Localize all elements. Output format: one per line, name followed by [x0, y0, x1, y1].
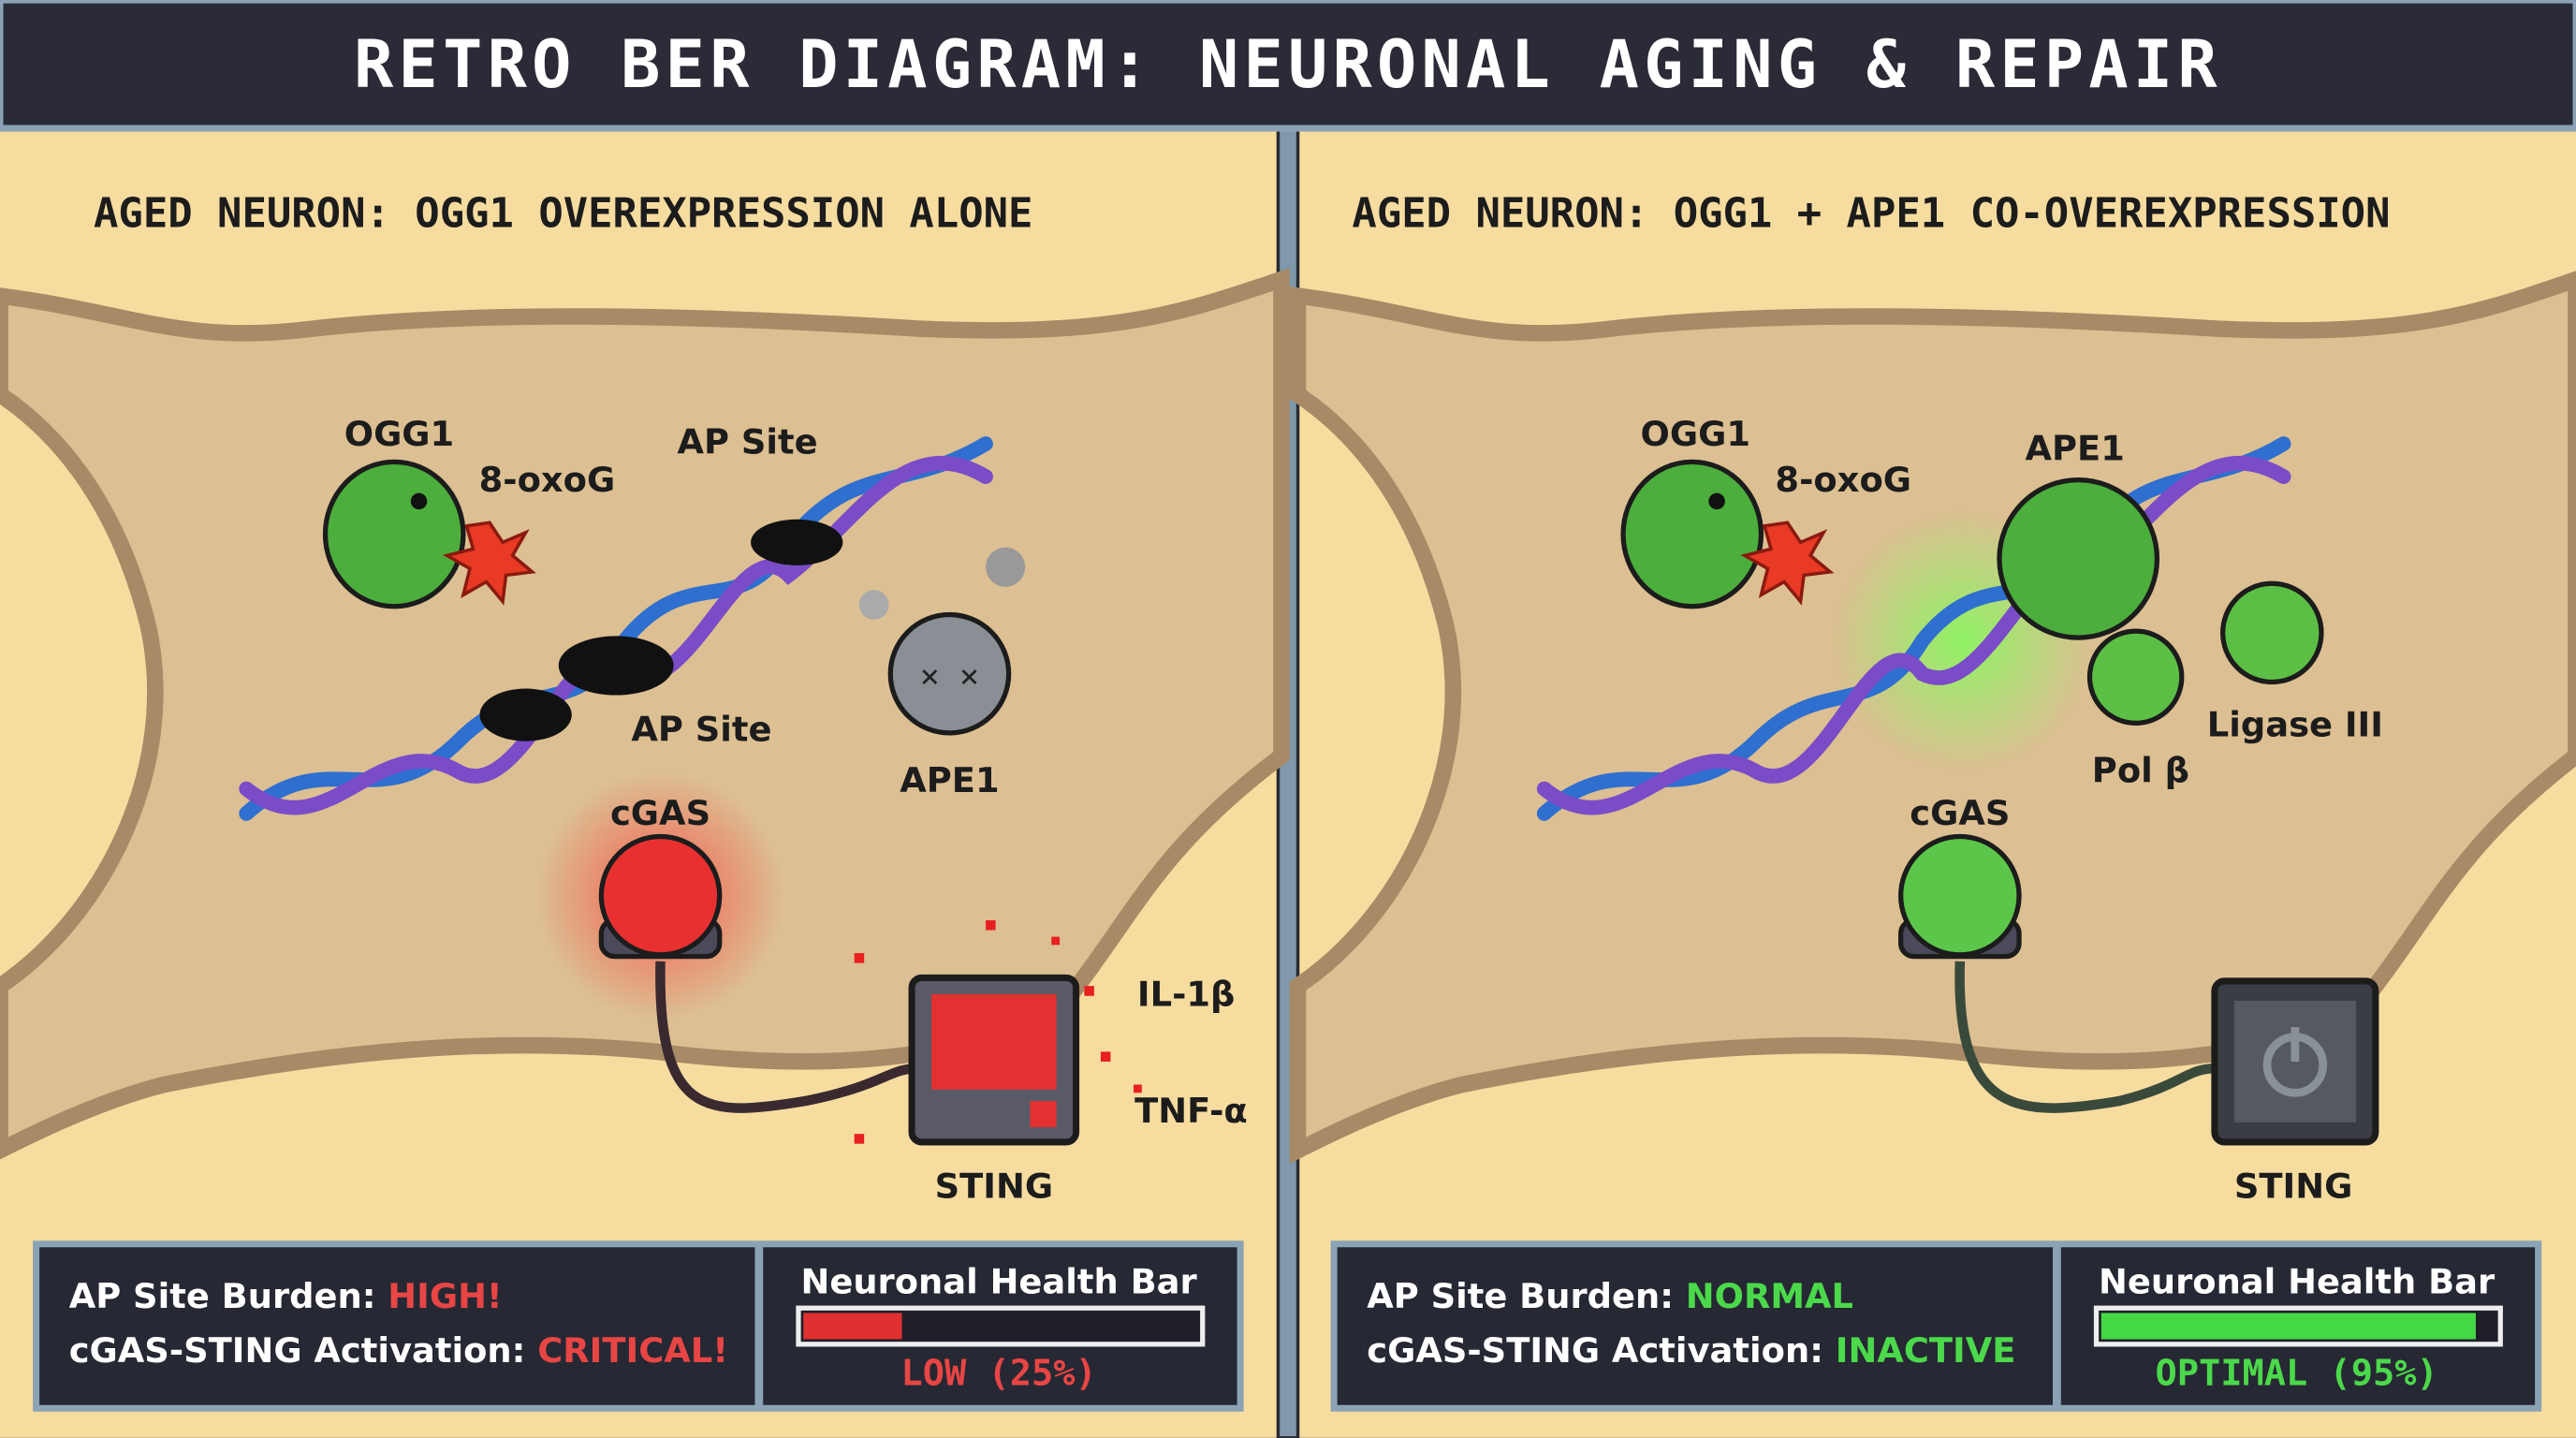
cgas-alarm-button — [598, 833, 723, 960]
left-status-panel: AP Site Burden: HIGH! cGAS-STING Activat… — [33, 1240, 1244, 1412]
cgas-calm-button — [1898, 833, 2022, 960]
activation-line-right: cGAS-STING Activation: INACTIVE — [1367, 1330, 2015, 1371]
label-ape1-left: APE1 — [900, 760, 999, 800]
svg-text:× ×: × × — [920, 657, 979, 696]
ap-site-gaps — [479, 519, 843, 741]
inflammatory-particles — [854, 920, 1142, 1144]
ligase-iii-protein — [2220, 580, 2324, 685]
label-ligase-iii: Ligase III — [2207, 704, 2383, 744]
label-8oxog-left: 8-oxoG — [479, 460, 616, 500]
ape1-inactive-protein: × × — [858, 547, 1026, 736]
label-il1b: IL-1β — [1137, 974, 1236, 1014]
health-bar-title-right: Neuronal Health Bar — [2099, 1261, 2496, 1301]
burden-line-left: AP Site Burden: HIGH! — [69, 1276, 503, 1316]
health-value-left: LOW (25%) — [900, 1353, 1096, 1395]
cgas-sting-cable — [655, 961, 920, 1113]
8-oxog-lesion — [442, 521, 536, 606]
ogg1-protein-right — [1620, 459, 1764, 609]
left-subtitle: AGED NEURON: OGG1 OVEREXPRESSION ALONE — [94, 189, 1032, 237]
title-bar — [0, 0, 2576, 132]
label-cgas-right: cGAS — [1910, 793, 2010, 833]
label-pol-beta: Pol β — [2092, 751, 2189, 791]
cgas-sting-cable-right — [1954, 961, 2218, 1113]
label-tnfa: TNF-α — [1134, 1091, 1248, 1131]
label-cgas-left: cGAS — [610, 793, 710, 833]
pol-beta-protein — [2086, 628, 2185, 726]
ogg1-protein — [322, 459, 466, 609]
label-ogg1-left: OGG1 — [344, 414, 454, 454]
burden-line-right: AP Site Burden: NORMAL — [1367, 1276, 1853, 1316]
label-8oxog-right: 8-oxoG — [1775, 460, 1911, 500]
sting-alarm-device — [908, 974, 1080, 1146]
label-ape1-right: APE1 — [2026, 429, 2125, 469]
label-ogg1-right: OGG1 — [1641, 414, 1750, 454]
page-title: RETRO BER DIAGRAM: NEURONAL AGING & REPA… — [354, 26, 2222, 103]
sting-power-device — [2211, 977, 2379, 1146]
right-subtitle: AGED NEURON: OGG1 + APE1 CO-OVEREXPRESSI… — [1352, 189, 2390, 237]
label-sting-left: STING — [935, 1167, 1053, 1207]
label-sting-right: STING — [2234, 1167, 2352, 1207]
activation-line-left: cGAS-STING Activation: CRITICAL! — [69, 1330, 728, 1371]
label-ap-site-top: AP Site — [678, 422, 818, 462]
health-bar-fill-right — [2100, 1313, 2476, 1340]
health-bar-title-left: Neuronal Health Bar — [801, 1261, 1198, 1301]
ape1-active-protein — [1997, 477, 2160, 640]
health-bar-fill-left — [803, 1313, 902, 1340]
health-value-right: OPTIMAL (95%) — [2156, 1353, 2438, 1395]
label-ap-site-bottom: AP Site — [631, 710, 771, 750]
right-status-panel: AP Site Burden: NORMAL cGAS-STING Activa… — [1330, 1240, 2542, 1412]
8-oxog-lesion-right — [1740, 521, 1835, 606]
